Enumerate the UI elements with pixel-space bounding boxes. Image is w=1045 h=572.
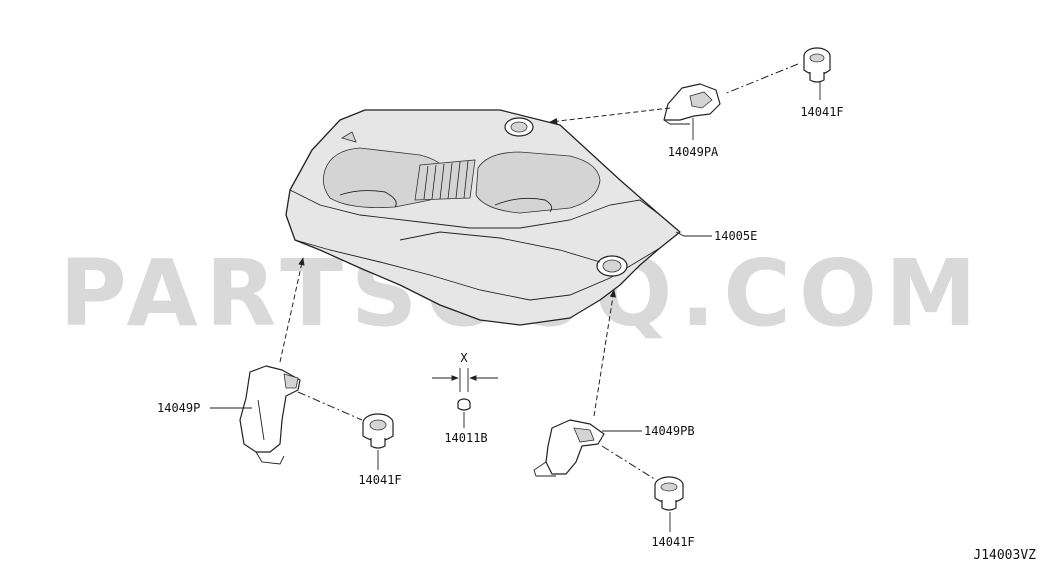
assembly-line-14049PB-to-14041F (601, 445, 657, 481)
callout-14041F-top[interactable]: 14041F (800, 105, 843, 119)
bracket-14049PB[interactable] (533, 419, 605, 477)
grommet-14041F-left[interactable] (362, 413, 394, 449)
grommet-14041F-bottom[interactable] (654, 476, 684, 511)
grommet-14041F-top[interactable] (803, 47, 831, 83)
nut-14011B[interactable] (457, 398, 471, 411)
assembly-arrow-14049PB-to-cover (593, 289, 617, 417)
diagram-id: J14003VZ (973, 548, 1036, 563)
assembly-arrow-14049P-to-cover (279, 257, 305, 363)
bracket-14049P[interactable] (239, 365, 301, 465)
assembly-arrow-14049PA-to-cover (549, 107, 671, 125)
callout-14049PB[interactable]: 14049PB (644, 424, 695, 438)
leader-14005E (675, 231, 712, 237)
dimension-marker (432, 368, 498, 392)
callout-14049PA[interactable]: 14049PA (668, 145, 719, 159)
assembly-line-14041F-to-14049PA (723, 63, 799, 95)
callout-14005E[interactable]: 14005E (714, 229, 757, 243)
engine-cover-14005E[interactable] (285, 109, 681, 326)
callout-14049P[interactable]: 14049P (157, 401, 200, 415)
bracket-14049PA[interactable] (663, 83, 721, 125)
dimension-marker-label: X (460, 351, 468, 365)
callout-14041F-bottom[interactable]: 14041F (651, 535, 694, 549)
callout-14041F-left[interactable]: 14041F (358, 473, 401, 487)
callout-14011B[interactable]: 14011B (444, 431, 487, 445)
assembly-line-14049P-to-14041F (297, 391, 363, 421)
